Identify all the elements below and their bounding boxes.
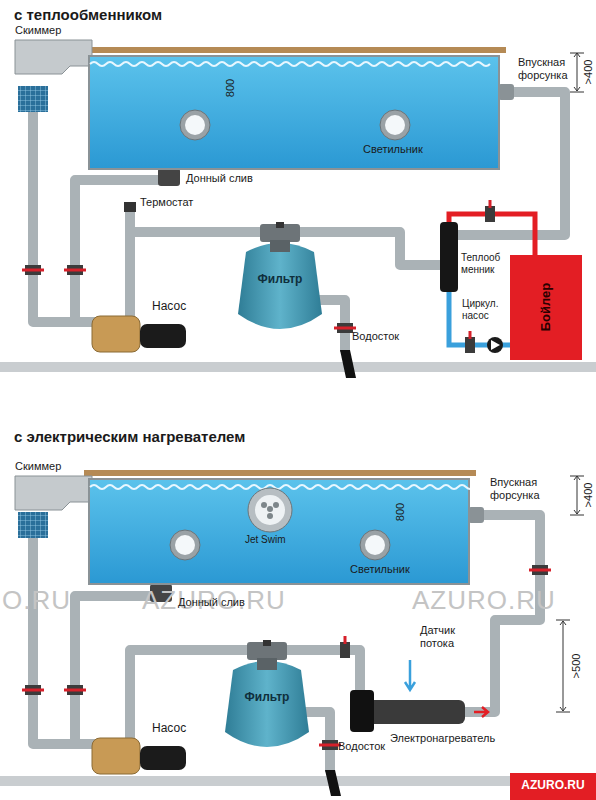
part-label: с теплообменником — [14, 6, 162, 23]
pool-basin: Jet SwimСветильник — [88, 478, 470, 585]
dimension-label: >400 — [582, 60, 595, 85]
node-text: Фильтр — [245, 691, 290, 705]
sand-filter: Фильтр — [228, 222, 332, 342]
dimension-label: 800 — [224, 79, 237, 97]
part-label: Донный слив — [186, 172, 253, 185]
part-label: Теплооб менник — [461, 252, 507, 275]
node-text: AZURO.RU — [521, 779, 584, 793]
dimension-label: >400 — [582, 483, 595, 508]
node-text: Jet Swim — [245, 534, 286, 546]
part-label: Донный слив — [178, 596, 245, 609]
part-label: Датчик потока — [420, 624, 470, 649]
part-label: Насос — [152, 300, 186, 314]
part-label: Впускная форсунка — [490, 476, 562, 501]
dimension-label: 800 — [394, 503, 407, 521]
node-text: Фильтр — [258, 273, 303, 287]
sand-filter: Фильтр — [215, 640, 319, 760]
part-label: Водосток — [338, 740, 385, 753]
node-text: Светильник — [363, 143, 423, 156]
node-text: Бойлер — [539, 283, 554, 332]
boiler-box: Бойлер — [510, 255, 582, 360]
part-label: Впускная форсунка — [518, 56, 590, 81]
watermark-text: O.RU — [2, 586, 71, 616]
part-label: Циркул. насос — [462, 298, 508, 321]
part-label: Водосток — [352, 330, 399, 343]
part-label: с электрическим нагревателем — [14, 428, 245, 445]
pool-illustration — [88, 478, 470, 585]
dimension-label: >500 — [570, 654, 583, 679]
watermark-text: AZURO.RU — [412, 586, 556, 616]
part-label: Термостат — [140, 196, 193, 209]
part-label: Электронагреватель — [390, 732, 495, 745]
watermark-badge: AZURO.RU — [510, 773, 596, 800]
pool-illustration — [88, 55, 500, 170]
part-label: Скиммер — [15, 24, 61, 37]
node-text: Светильник — [350, 563, 410, 576]
part-label: Насос — [152, 722, 186, 736]
pool-basin: Светильник — [88, 55, 500, 170]
part-label: Скиммер — [15, 460, 61, 473]
